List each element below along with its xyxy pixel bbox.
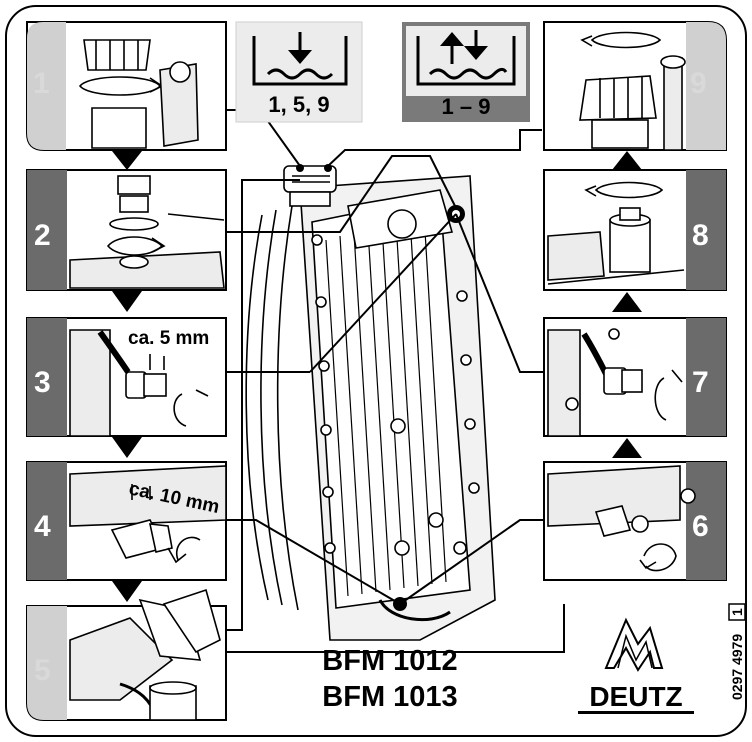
header-fill-label: 1, 5, 9 [268,92,329,117]
step-panel-3: 3 ca. 5 mm [27,318,226,436]
document-code: 0297 4979 1 [729,604,745,700]
step-panel-1: 1 [27,22,226,150]
header-drain-fill-label: 1 – 9 [442,94,491,119]
step-number-5: 5 [34,654,51,687]
brand-name: DEUTZ [589,681,682,712]
step-number-2: 2 [34,219,51,252]
step-panel-9: 9 [544,22,726,150]
step-panel-5: 5 [27,590,226,720]
brand-underline [578,711,694,714]
step-number-9: 9 [690,67,707,100]
step-panel-6: 6 [544,462,726,580]
doc-code-text: 0297 4979 [729,634,745,700]
step-panel-4: 4 ca. 10 mm [27,462,226,580]
doc-code-box-text: 1 [729,608,745,616]
step-number-6: 6 [692,510,709,543]
header-drain-fill: 1 – 9 [402,22,530,122]
step-number-7: 7 [692,366,709,399]
step-panel-7: 7 [544,318,726,436]
step-3-gap-label: ca. 5 mm [128,328,209,349]
model-1012: BFM 1012 [322,645,457,677]
model-1013: BFM 1013 [322,681,457,713]
step-number-1: 1 [33,67,50,100]
step-number-3: 3 [34,366,51,399]
header-fill-only: 1, 5, 9 [236,22,362,122]
step-panel-8: 8 [544,170,726,290]
step-number-8: 8 [692,219,709,252]
step-panel-2: 2 [27,170,226,290]
step-number-4: 4 [34,510,51,543]
